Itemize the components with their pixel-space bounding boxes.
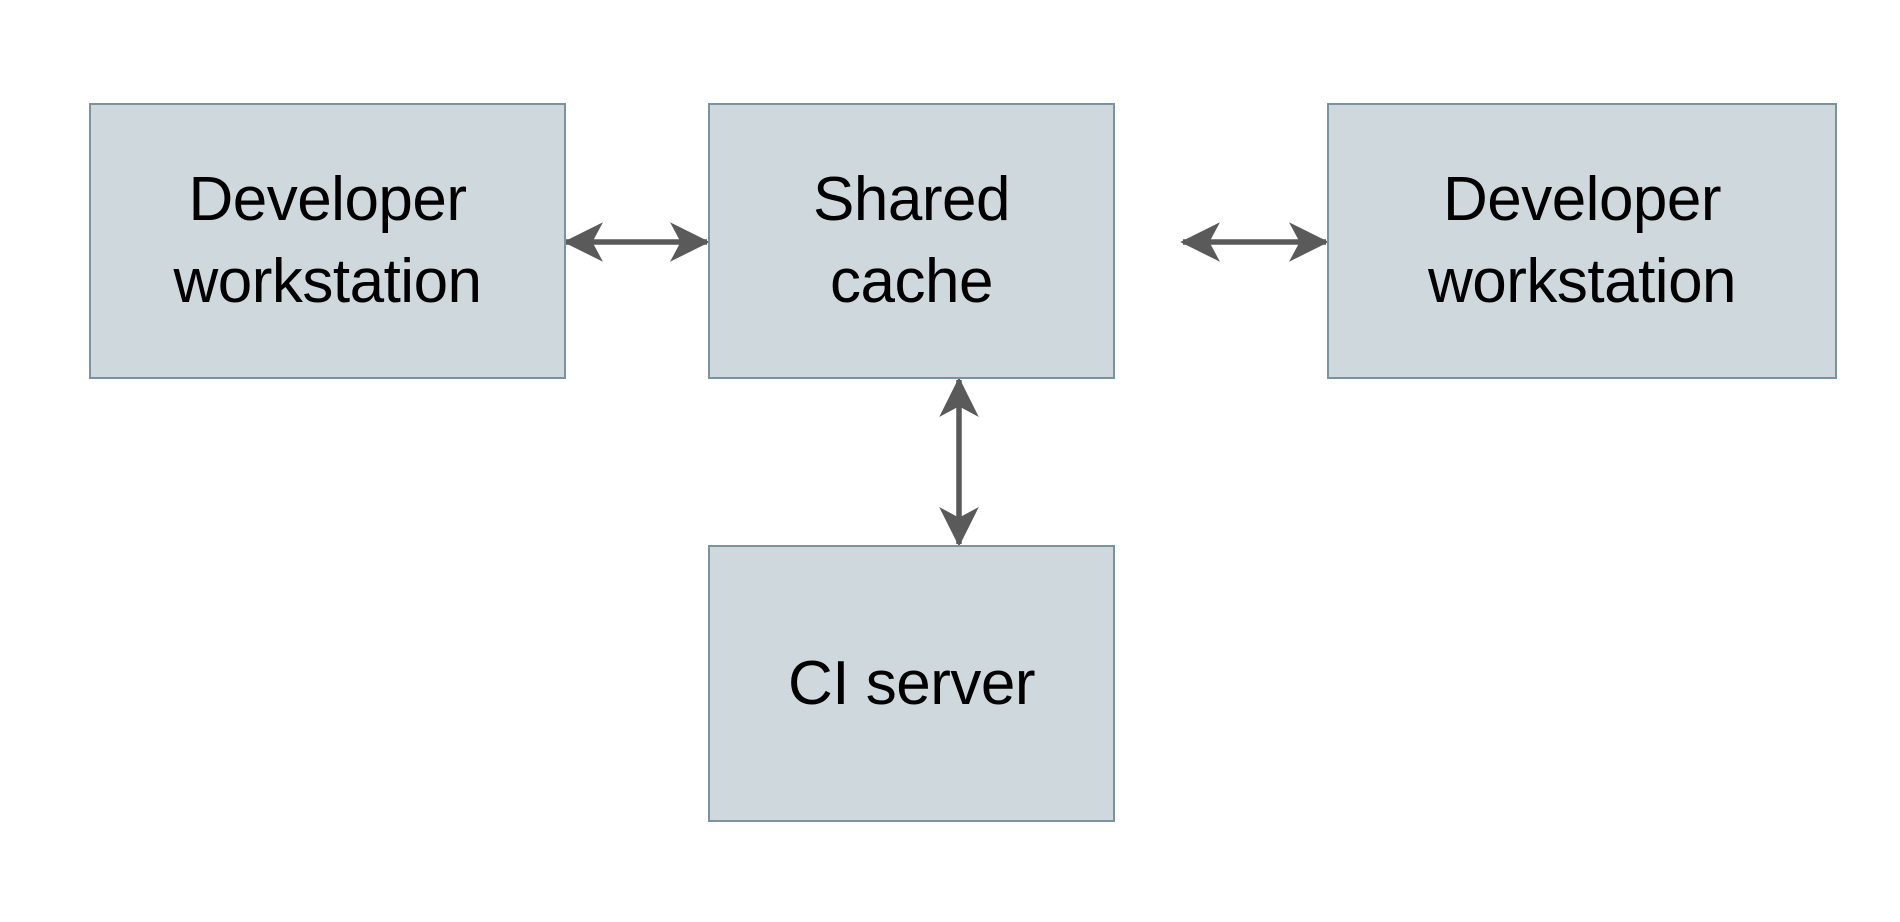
- node-label-developer-workstation-right: Developer workstation: [1427, 165, 1737, 316]
- node-ci-server[interactable]: CI server: [708, 545, 1115, 822]
- edge-hit-cache-dev-right[interactable]: [1110, 222, 1332, 262]
- node-label-developer-workstation-left: Developer workstation: [173, 165, 482, 316]
- node-developer-workstation-left[interactable]: Developer workstation: [89, 103, 566, 379]
- edge-hit-ci-cache[interactable]: [940, 375, 980, 550]
- node-label-shared-cache: Shared cache: [813, 165, 1010, 316]
- node-shared-cache[interactable]: Shared cache: [708, 103, 1115, 379]
- edge-hit-dev-left-cache[interactable]: [560, 222, 718, 262]
- node-label-ci-server: CI server: [788, 648, 1035, 718]
- node-developer-workstation-right[interactable]: Developer workstation: [1327, 103, 1837, 379]
